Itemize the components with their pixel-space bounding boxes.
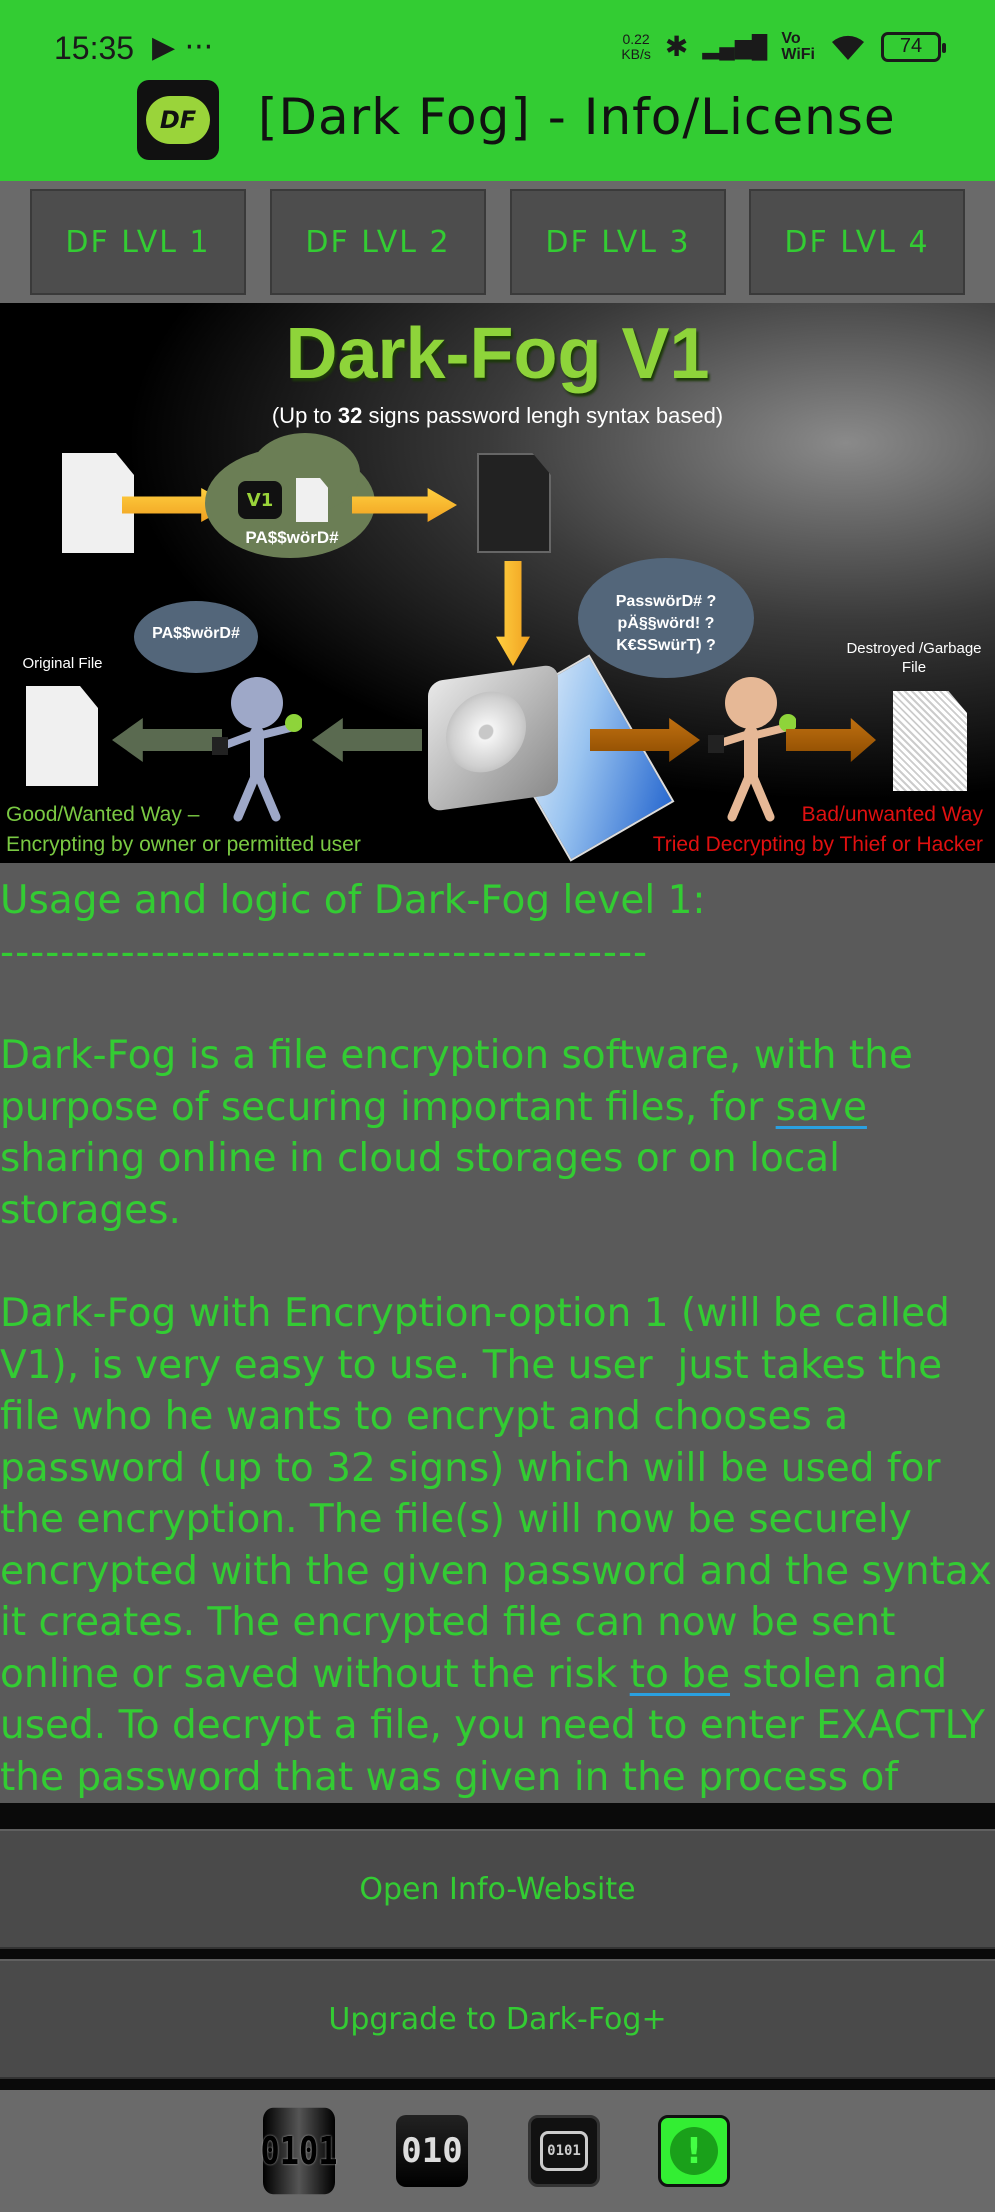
encrypted-file-icon	[477, 453, 551, 553]
bottom-nav: 0101 010 0101 !	[0, 2090, 995, 2212]
tab-df-lvl-1[interactable]: DF LVL 1	[30, 189, 246, 295]
bad-way-caption: Bad/unwanted Way Tried Decrypting by Thi…	[652, 803, 983, 856]
arrow-right-icon	[786, 718, 876, 762]
upgrade-button[interactable]: Upgrade to Dark-Fog+	[0, 1959, 995, 2079]
separator	[0, 2079, 995, 2090]
garbage-file-icon	[893, 691, 967, 791]
original-file-label: Original File	[22, 655, 103, 672]
status-bar: 15:35 ▶ ··· 0.22 KB/s ✱ ▂▄▆█ Vo WiFi 74	[0, 0, 995, 80]
arrow-left-icon	[312, 718, 422, 762]
content-divider: ----------------------------------------…	[0, 929, 649, 975]
wifi-icon	[832, 35, 864, 60]
paragraph-2: Dark-Fog with Encryption-option 1 (will …	[0, 1291, 992, 1800]
app-logo: DF	[137, 80, 219, 160]
binary-decrypt-icon[interactable]: 010	[396, 2115, 468, 2187]
dark-fog-v1-diagram: Dark-Fog V1 (Up to 32 signs password len…	[0, 303, 995, 863]
diagram-title: Dark-Fog V1	[285, 314, 710, 394]
separator	[0, 1803, 995, 1829]
notification-icons: ▶ ···	[152, 30, 214, 65]
tab-df-lvl-3[interactable]: DF LVL 3	[510, 189, 726, 295]
spellcheck-word: save	[775, 1084, 867, 1130]
cloud-password-text: PA$$wörD#	[245, 528, 339, 547]
good-way-caption: Good/Wanted Way – Encrypting by owner or…	[6, 803, 361, 856]
thief-figure-icon	[708, 677, 796, 822]
net-speed: 0.22 KB/s	[621, 30, 651, 62]
owner-thought-cloud	[134, 601, 258, 673]
destroyed-file-label: Destroyed /Garbage File	[846, 640, 982, 676]
spellcheck-word: to be	[629, 1651, 730, 1697]
diagram-subtitle: (Up to 32 signs password lengh syntax ba…	[271, 403, 724, 428]
arrow-down-icon	[496, 561, 530, 666]
paragraph-1: Dark-Fog is a file encryption software, …	[0, 1033, 926, 1233]
hard-drive-icon	[428, 663, 558, 813]
info-text-scroll[interactable]: Usage and logic of Dark-Fog level 1: ---…	[0, 875, 995, 1803]
status-right-icons: 0.22 KB/s ✱ ▂▄▆█ Vo WiFi 74	[621, 29, 946, 63]
binary-chat-icon[interactable]: 0101	[528, 2115, 600, 2187]
app-header: 15:35 ▶ ··· 0.22 KB/s ✱ ▂▄▆█ Vo WiFi 74 …	[0, 0, 995, 181]
binary-encrypt-icon[interactable]: 0101	[260, 2107, 338, 2195]
content-heading: Usage and logic of Dark-Fog level 1:	[0, 878, 706, 923]
owner-figure-icon	[212, 677, 302, 822]
signal-icon: ▂▄▆█	[702, 33, 768, 59]
small-file-icon	[296, 478, 328, 522]
open-info-website-button[interactable]: Open Info-Website	[0, 1829, 995, 1949]
bluetooth-icon: ✱	[664, 31, 689, 62]
tab-df-lvl-4[interactable]: DF LVL 4	[749, 189, 965, 295]
v1-badge: V1	[238, 481, 282, 519]
original-file-icon	[26, 686, 98, 786]
arrow-left-icon	[112, 718, 222, 762]
vowifi-icon: Vo WiFi	[781, 29, 815, 63]
owner-password-text: PA$$wörD#	[152, 625, 240, 642]
thief-thought-cloud	[578, 558, 754, 678]
level-tab-bar: DF LVL 1 DF LVL 2 DF LVL 3 DF LVL 4	[0, 181, 995, 303]
info-exclamation-icon[interactable]: !	[658, 2115, 730, 2187]
tab-df-lvl-2[interactable]: DF LVL 2	[270, 189, 486, 295]
app-title: [Dark Fog] - Info/License	[258, 88, 896, 146]
thief-guess-text: PasswörD# ? pÄ§§wörd! ? K€SSwürT) ?	[615, 593, 717, 654]
separator	[0, 1949, 995, 1959]
status-time: 15:35	[54, 30, 135, 66]
battery-icon: 74	[881, 31, 946, 62]
